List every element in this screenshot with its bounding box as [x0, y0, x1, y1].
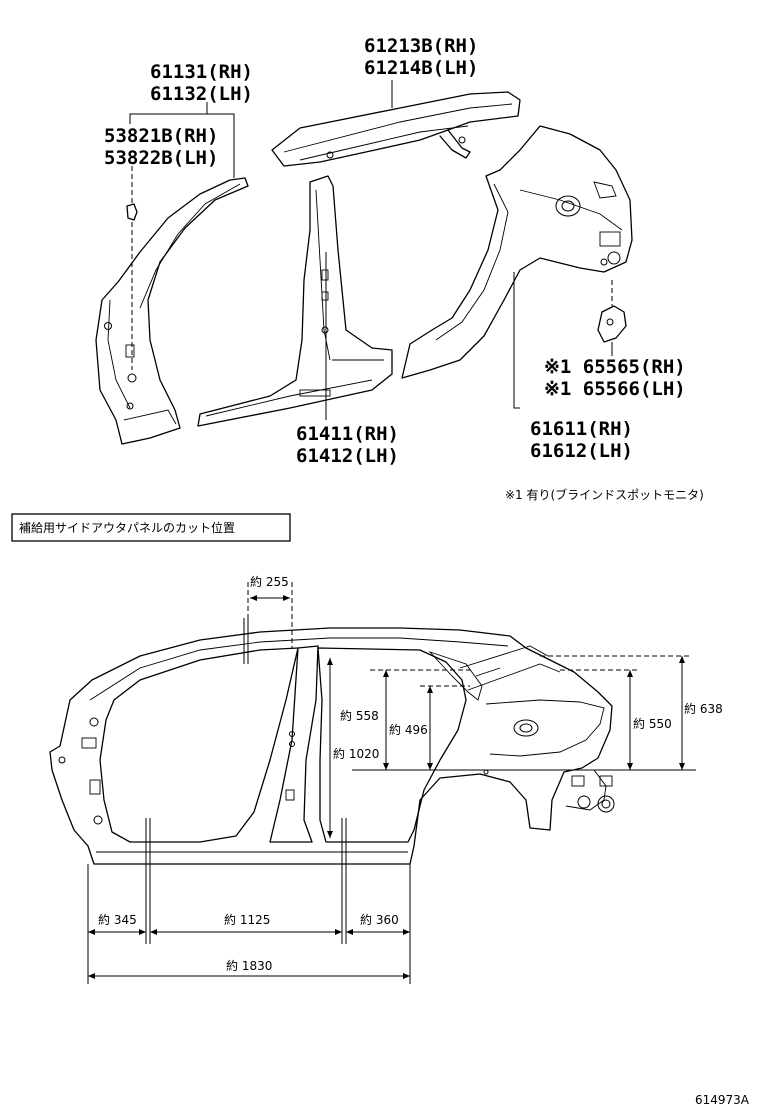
dimension-labels: 約 255 約 558 約 496 約 1020 約 550 約 638 約 3… — [98, 574, 723, 973]
clip-part-number-lh: 53822B(LH) — [104, 147, 218, 169]
roof-rail-part — [271, 91, 521, 167]
footnote: ※1 有り(ブラインドスポットモニタ) — [505, 487, 704, 502]
rocker-label: 61411(RH) 61412(LH) — [296, 423, 399, 467]
front-pillar-part — [95, 177, 249, 445]
bracket-part — [597, 305, 627, 343]
cut-position-title-box: 補給用サイドアウタパネルのカット位置 — [11, 513, 291, 542]
dim-total-1830: 約 1830 — [226, 958, 272, 973]
dim-rear-360: 約 360 — [360, 912, 399, 927]
bracket-label: ※1 65565(RH) ※1 65566(LH) — [544, 356, 686, 400]
roof-rail-part-number-rh: 61213B(RH) — [364, 35, 478, 57]
quarter-panel-part-number-lh: 61612(LH) — [530, 440, 633, 462]
side-panel-outline — [49, 627, 615, 865]
dim-rear-550: 約 550 — [633, 716, 672, 731]
bracket-part-number-rh: ※1 65565(RH) — [544, 356, 686, 378]
dimension-lines — [88, 595, 696, 979]
quarter-panel-part-number-rh: 61611(RH) — [530, 418, 633, 440]
clip-label: 53821B(RH) 53822B(LH) — [104, 125, 218, 169]
dim-mid-1125: 約 1125 — [224, 912, 270, 927]
roof-rail-part-number-lh: 61214B(LH) — [364, 57, 478, 79]
cut-lines — [87, 582, 411, 984]
dim-pillar-1020: 約 1020 — [333, 746, 379, 761]
rocker-part-number-lh: 61412(LH) — [296, 445, 399, 467]
figure-id: 614973A — [695, 1093, 750, 1107]
quarter-panel-label: 61611(RH) 61612(LH) — [530, 418, 633, 462]
clip-part — [126, 203, 138, 221]
cut-position-title: 補給用サイドアウタパネルのカット位置 — [19, 520, 235, 535]
dim-top-cut: 約 255 — [250, 574, 289, 589]
front-pillar-part-number-lh: 61132(LH) — [150, 83, 253, 105]
front-pillar-label: 61131(RH) 61132(LH) — [150, 61, 253, 105]
front-pillar-part-number-rh: 61131(RH) — [150, 61, 253, 83]
dim-rear-638: 約 638 — [684, 701, 723, 716]
clip-part-number-rh: 53821B(RH) — [104, 125, 218, 147]
rocker-part-number-rh: 61411(RH) — [296, 423, 399, 445]
dim-opening-496: 約 496 — [389, 722, 428, 737]
dim-opening-558: 約 558 — [340, 708, 379, 723]
rocker-pillar-part — [197, 175, 393, 427]
top-leaders — [129, 80, 613, 420]
bracket-part-number-lh: ※1 65566(LH) — [544, 378, 686, 400]
quarter-panel-part — [401, 125, 633, 379]
roof-rail-label: 61213B(RH) 61214B(LH) — [364, 35, 478, 79]
dim-front-345: 約 345 — [98, 912, 137, 927]
